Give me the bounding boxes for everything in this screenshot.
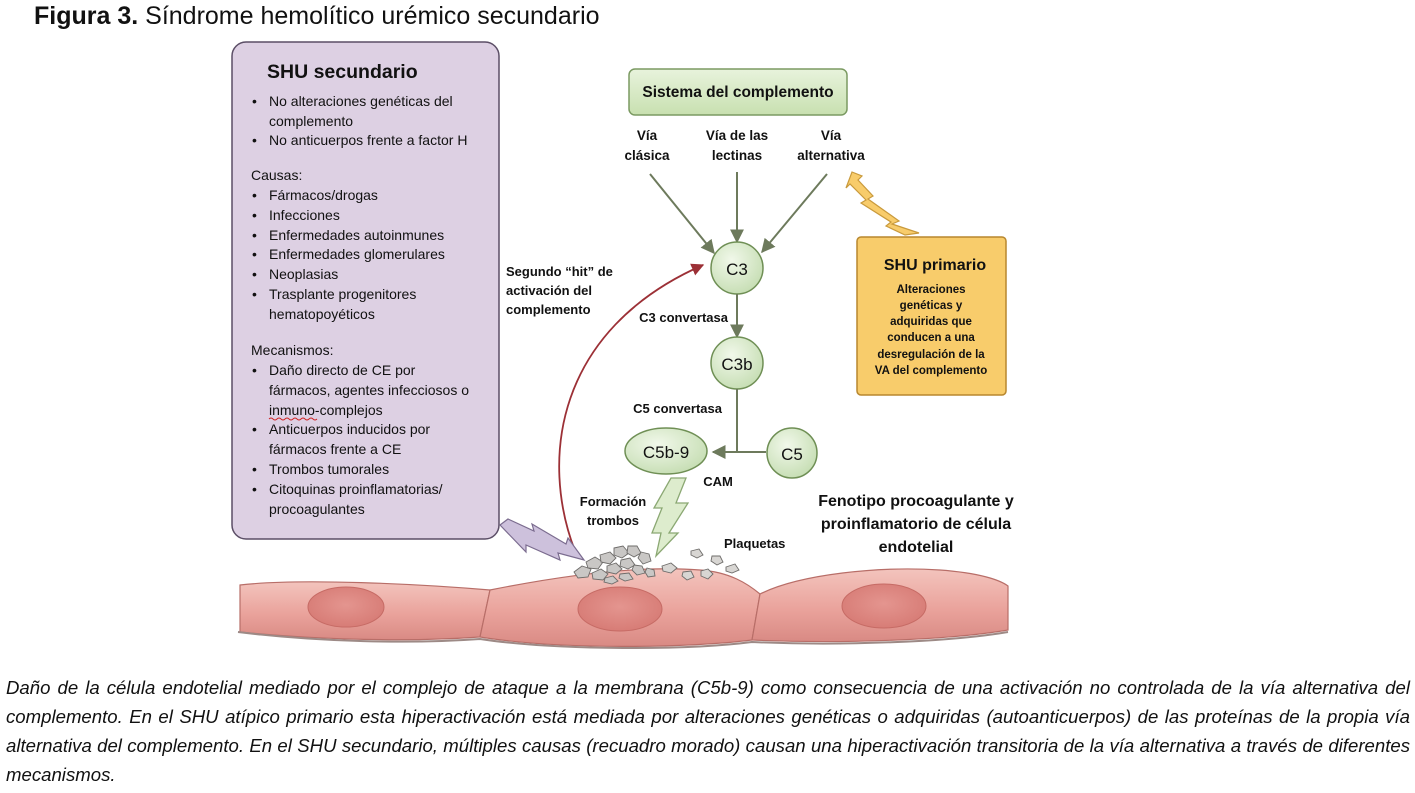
primary-box-line: conducen a una xyxy=(887,332,975,344)
phenotype-label: proinflamatorio de célula xyxy=(821,516,1011,533)
pathway-classical-label: Vía xyxy=(637,128,658,143)
figure-label: Figura 3. xyxy=(34,2,139,30)
c3b-node: C3b xyxy=(710,336,764,390)
platelet-icon xyxy=(700,568,714,580)
figure-caption: Daño de la célula endotelial mediado por… xyxy=(6,677,1410,785)
c3-node: C3 xyxy=(710,241,764,295)
bullet-dot: • xyxy=(252,246,257,262)
platelets-label: Plaquetas xyxy=(724,536,785,551)
bullet-dot: • xyxy=(252,461,257,477)
cause-item: Neoplasias xyxy=(269,266,338,282)
c5-node: C5 xyxy=(766,427,818,479)
mechanism-item: Trombos tumorales xyxy=(269,461,389,477)
second-hit-label: complemento xyxy=(506,302,591,317)
cell-nucleus xyxy=(577,586,663,632)
complement-system-box: Sistema del complemento xyxy=(628,68,848,116)
c5-convertase-label: C5 convertasa xyxy=(633,401,723,416)
phenotype-label: Fenotipo procoagulante y xyxy=(818,493,1014,510)
cause-item: Enfermedades autoinmunes xyxy=(269,227,444,243)
mechanism-item: fármacos frente a CE xyxy=(269,441,401,457)
platelet-icon xyxy=(661,562,678,574)
bullet-text: complemento xyxy=(269,113,353,129)
arrow-alternative-to-c3 xyxy=(761,173,828,254)
secondary-shu-box: SHU secundario • No alteraciones genétic… xyxy=(231,41,500,540)
mechanism-item: procoagulantes xyxy=(269,501,365,517)
secondary-box-title: SHU secundario xyxy=(267,61,418,83)
mechanism-item: inmuno-complejos xyxy=(269,402,383,418)
c5b9-node: C5b-9 xyxy=(624,427,708,475)
cell-nucleus xyxy=(841,583,927,629)
figure-title-text: Síndrome hemolítico urémico secundario xyxy=(145,2,600,30)
arrow-classical-to-c3 xyxy=(649,173,715,255)
mechanism-item: Daño directo de CE por xyxy=(269,362,416,378)
bullet-dot: • xyxy=(252,266,257,282)
bullet-dot: • xyxy=(252,187,257,203)
complement-diagram: SHU secundario • No alteraciones genétic… xyxy=(231,41,1014,650)
cause-item: Fármacos/drogas xyxy=(269,187,378,203)
pathway-lectin-label: lectinas xyxy=(712,148,762,163)
second-hit-label: activación del xyxy=(506,283,592,298)
phenotype-label: endotelial xyxy=(879,539,954,556)
free-platelets xyxy=(661,548,740,581)
bullet-dot: • xyxy=(252,421,257,437)
bullet-dot: • xyxy=(252,207,257,223)
thrombus xyxy=(573,545,656,585)
mechanism-item: fármacos, agentes infecciosos o xyxy=(269,382,469,398)
primary-box-line: desregulación de la xyxy=(877,349,985,361)
cell-nucleus xyxy=(307,586,385,628)
primary-box-line: Alteraciones xyxy=(896,284,965,296)
c3-label: C3 xyxy=(726,260,748,279)
causes-heading: Causas: xyxy=(251,167,302,183)
platelet-icon xyxy=(690,548,704,559)
bullet-text: No anticuerpos frente a factor H xyxy=(269,132,467,148)
endothelium xyxy=(237,568,1009,650)
arrow-c3b-to-c5b9 xyxy=(711,389,738,459)
primary-box-title: SHU primario xyxy=(884,257,986,274)
complement-system-label: Sistema del complemento xyxy=(642,84,833,101)
formation-label: trombos xyxy=(587,513,639,528)
primary-shu-box: SHU primario Alteraciones genéticas y ad… xyxy=(856,236,1007,396)
mechanism-item: Anticuerpos inducidos por xyxy=(269,421,430,437)
bullet-dot: • xyxy=(252,132,257,148)
bullet-dot: • xyxy=(252,286,257,302)
primary-box-line: VA del complemento xyxy=(875,365,987,377)
secondary-activation-lightning-icon xyxy=(499,518,586,562)
spellcheck-underline xyxy=(268,417,318,421)
primary-box-line: genéticas y xyxy=(900,300,963,312)
mechanisms-heading: Mecanismos: xyxy=(251,342,333,358)
second-hit-arrow xyxy=(558,263,705,552)
bullet-dot: • xyxy=(252,481,257,497)
second-hit-label: Segundo “hit” de xyxy=(506,264,613,279)
c3-convertase-label: C3 convertasa xyxy=(639,310,729,325)
c5-label: C5 xyxy=(781,445,803,464)
platelet-icon xyxy=(710,555,724,566)
bullet-text: No alteraciones genéticas del xyxy=(269,93,453,109)
cause-item: hematopoyéticos xyxy=(269,306,375,322)
bullet-dot: • xyxy=(252,93,257,109)
primary-box-line: adquiridas que xyxy=(890,316,972,328)
bullet-dot: • xyxy=(252,362,257,378)
cause-item: Infecciones xyxy=(269,207,340,223)
cause-item: Trasplante progenitores xyxy=(269,286,416,302)
platelet-icon xyxy=(681,570,695,581)
mechanism-item: Citoquinas proinflamatorias/ xyxy=(269,481,443,497)
primary-activation-lightning-icon xyxy=(845,171,920,236)
cam-lightning-icon xyxy=(651,477,690,559)
pathway-alternative-label: Vía xyxy=(821,128,842,143)
pathway-lectin-label: Vía de las xyxy=(706,128,768,143)
pathway-classical-label: clásica xyxy=(624,148,670,163)
c3b-label: C3b xyxy=(721,355,752,374)
formation-label: Formación xyxy=(580,494,647,509)
basement-membrane xyxy=(237,631,1009,650)
cause-item: Enfermedades glomerulares xyxy=(269,246,445,262)
cam-label: CAM xyxy=(703,474,733,489)
pathway-alternative-label: alternativa xyxy=(797,148,865,163)
bullet-dot: • xyxy=(252,227,257,243)
c5b9-label: C5b-9 xyxy=(643,443,689,462)
figure-title: Figura 3. Síndrome hemolítico urémico se… xyxy=(34,0,600,32)
platelet-icon xyxy=(725,563,740,574)
